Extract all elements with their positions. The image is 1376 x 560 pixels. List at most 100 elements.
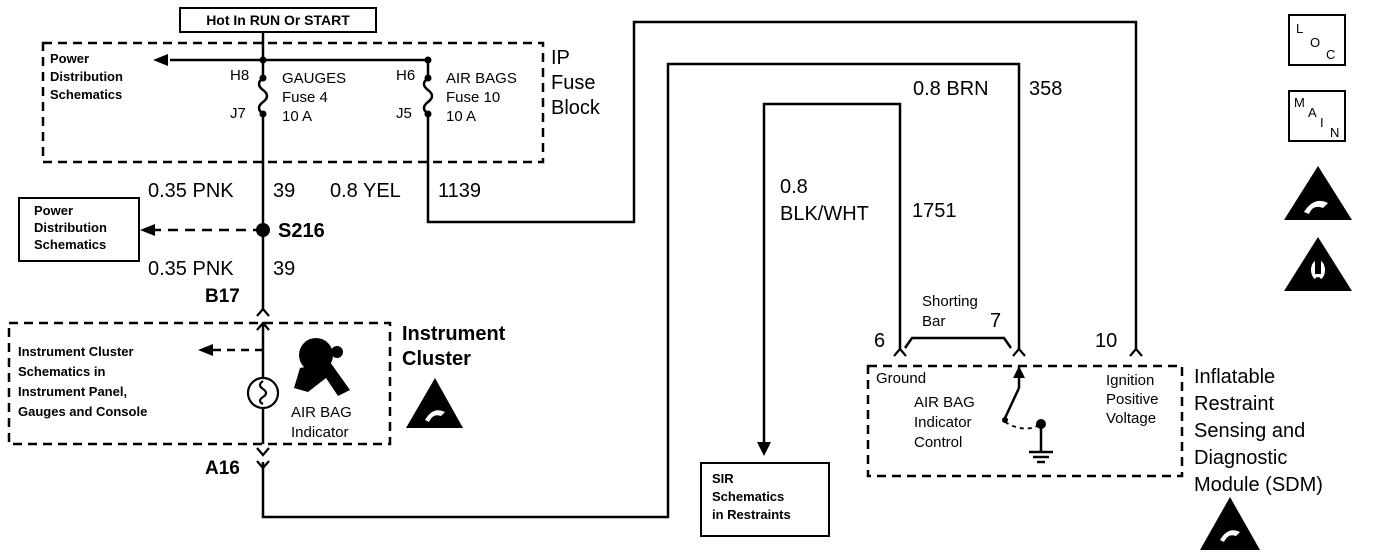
sdm-title-line2: Restraint bbox=[1194, 393, 1275, 415]
airbag-indicator-line1: AIR BAG bbox=[291, 404, 352, 421]
power-dist-top-line3: Schematics bbox=[50, 87, 123, 102]
airbag-indicator-label: AIR BAG Indicator bbox=[291, 403, 352, 443]
main-letter-n: N bbox=[1330, 125, 1340, 140]
cluster-ref-line4: Gauges and Console bbox=[18, 404, 148, 419]
wire-yel-circuit: 1139 bbox=[438, 180, 482, 202]
main-icon[interactable]: M A I N bbox=[1288, 90, 1346, 142]
airbag-icon bbox=[294, 338, 350, 396]
sdm-ign-line2: Positive bbox=[1106, 391, 1159, 408]
ip-fuse-block-box bbox=[41, 41, 545, 164]
wire-yel-gauge: 0.8 YEL bbox=[330, 180, 401, 202]
main-letter-a: A bbox=[1308, 105, 1317, 120]
wire-brn-358 bbox=[261, 62, 1021, 519]
instrument-cluster-ref[interactable]: Instrument Cluster Schematics in Instrum… bbox=[18, 342, 147, 422]
cluster-ref-line3: Instrument Panel, bbox=[18, 384, 128, 399]
fuse-4-symbol bbox=[257, 77, 269, 115]
airbag-indicator-line2: Indicator bbox=[291, 424, 349, 441]
fuse-10-number: Fuse 10 bbox=[446, 89, 501, 106]
instrument-cluster-title-line2: Cluster bbox=[402, 348, 471, 370]
wire-brn-circuit: 358 bbox=[1029, 78, 1063, 100]
wire-blkwht-gauge-line1: 0.8 bbox=[780, 176, 808, 198]
sdm-pin-10: 10 bbox=[1095, 330, 1118, 352]
power-dist-mid-line1: Power bbox=[34, 203, 74, 218]
wire-blkwht-1751 bbox=[762, 102, 902, 445]
fuse-10-label: AIR BAGS Fuse 10 10 A bbox=[446, 69, 517, 126]
fuse-10-name: AIR BAGS bbox=[446, 70, 517, 87]
fuse-4-label: GAUGES Fuse 4 10 A bbox=[282, 69, 346, 126]
sdm-ignition-label: Ignition Positive Voltage bbox=[1106, 371, 1159, 428]
fuse-10-rating: 10 A bbox=[446, 108, 477, 125]
loc-icon[interactable]: L O C bbox=[1288, 14, 1346, 66]
sdm-switch bbox=[1003, 387, 1021, 419]
sdm-ign-line1: Ignition bbox=[1106, 372, 1155, 389]
wire-blkwht-gauge-line2: BLK/WHT bbox=[780, 203, 869, 225]
fuse-10-symbol bbox=[422, 77, 434, 115]
sdm-title-line1: Inflatable bbox=[1194, 366, 1276, 388]
sdm-control-line1: AIR BAG bbox=[914, 394, 975, 411]
ip-fuse-block-line2: Fuse bbox=[551, 72, 596, 94]
sdm-title: Inflatable Restraint Sensing and Diagnos… bbox=[1194, 364, 1323, 499]
wire-brn-gauge: 0.8 BRN bbox=[913, 78, 989, 100]
instrument-cluster-title: Instrument Cluster bbox=[402, 322, 505, 372]
sir-schematics-ref[interactable]: SIR Schematics in Restraints bbox=[700, 462, 830, 537]
sdm-control-line3: Control bbox=[914, 434, 963, 451]
sdm-control-label: AIR BAG Indicator Control bbox=[914, 393, 975, 453]
sdm-ground-label: Ground bbox=[876, 370, 927, 387]
power-dist-ref-top[interactable]: Power Distribution Schematics bbox=[50, 50, 123, 104]
fuse-4-name: GAUGES bbox=[282, 70, 347, 87]
splice-label: S216 bbox=[278, 220, 325, 242]
fuse-10-bottom-pin: J5 bbox=[396, 105, 412, 122]
fuse-4-rating: 10 A bbox=[282, 108, 313, 125]
shorting-bar-arc bbox=[903, 336, 1013, 349]
sdm-title-line5: Module (SDM) bbox=[1194, 474, 1323, 496]
fuse-4-number: Fuse 4 bbox=[282, 89, 328, 106]
arrow-to-power-dist-mid bbox=[140, 224, 155, 236]
wire-blkwht-gauge: 0.8 BLK/WHT bbox=[780, 174, 869, 228]
cluster-ref-line1: Instrument Cluster bbox=[18, 344, 134, 359]
esd-caution-icon bbox=[406, 378, 1260, 550]
fuse-10-top-pin: H6 bbox=[396, 67, 416, 84]
cluster-ref-line2: Schematics in bbox=[18, 364, 106, 379]
loc-letter-l: L bbox=[1296, 21, 1304, 36]
fuse-4-bottom-pin: J7 bbox=[230, 105, 246, 122]
main-letter-m: M bbox=[1294, 95, 1305, 110]
sir-line1: SIR bbox=[712, 471, 734, 486]
shorting-bar-line1: Shorting bbox=[922, 293, 978, 310]
power-dist-top-line2: Distribution bbox=[50, 69, 123, 84]
sdm-pin-7: 7 bbox=[990, 310, 1002, 332]
arrow-to-cluster-ref bbox=[198, 344, 213, 356]
sdm-switch-arrow bbox=[1013, 366, 1025, 378]
sdm-title-line3: Sensing and bbox=[1194, 420, 1306, 442]
wire-blkwht-circuit: 1751 bbox=[912, 200, 957, 222]
sdm-control-line2: Indicator bbox=[914, 414, 972, 431]
sir-line2: Schematics bbox=[712, 489, 785, 504]
shorting-bar-label: Shorting Bar bbox=[922, 292, 978, 332]
warning-icon bbox=[1284, 237, 1352, 291]
power-dist-mid-line2: Distribution bbox=[34, 220, 107, 235]
arrow-to-power-dist-top bbox=[153, 54, 168, 66]
connector-b17-label: B17 bbox=[205, 286, 240, 307]
wire-pnk-lower-gauge: 0.35 PNK bbox=[148, 258, 234, 280]
power-dist-mid-line3: Schematics bbox=[34, 237, 107, 252]
wire-pnk-upper-circuit: 39 bbox=[273, 180, 296, 202]
fuse-4-top-pin: H8 bbox=[230, 67, 250, 84]
esd-caution-icon bbox=[1284, 166, 1352, 220]
loc-letter-c: C bbox=[1326, 47, 1336, 62]
instrument-cluster-box bbox=[7, 321, 392, 446]
wire-yel-1139 bbox=[426, 20, 1138, 350]
power-dist-top-line1: Power bbox=[50, 51, 90, 66]
indicator-lamp-symbol bbox=[246, 376, 280, 410]
ip-fuse-block-label: IP Fuse Block bbox=[551, 46, 600, 121]
wire-pnk-upper-gauge: 0.35 PNK bbox=[148, 180, 234, 202]
sdm-title-line4: Diagnostic bbox=[1194, 447, 1288, 469]
sir-line3: in Restraints bbox=[712, 507, 791, 522]
sdm-ign-line3: Voltage bbox=[1106, 410, 1157, 427]
ip-fuse-block-line3: Block bbox=[551, 97, 600, 119]
connector-a16-label: A16 bbox=[205, 458, 240, 479]
splice-s216 bbox=[256, 223, 270, 237]
power-dist-ref-mid[interactable]: Power Distribution Schematics bbox=[18, 197, 140, 262]
arrow-to-sir bbox=[757, 442, 771, 456]
hot-in-run-label: Hot In RUN Or START bbox=[179, 7, 377, 33]
ip-fuse-block-line1: IP bbox=[551, 47, 570, 69]
